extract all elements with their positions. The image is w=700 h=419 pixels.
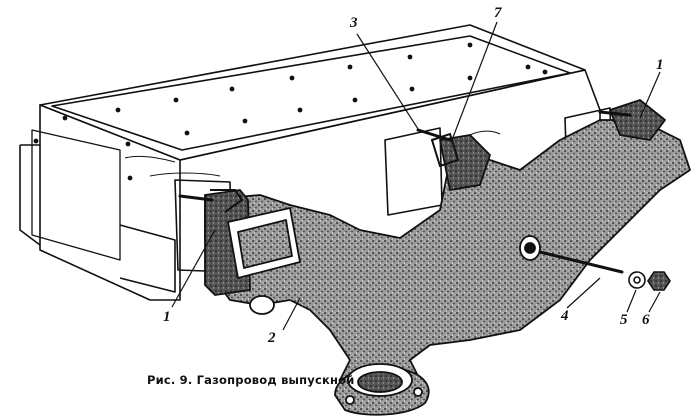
washer-and-nut [628,271,671,291]
callout-6: 6 [642,312,650,328]
leader-lines [171,21,661,331]
callout-3: 3 [350,15,358,31]
callout-2: 2 [268,330,276,346]
callout-7: 7 [494,5,502,21]
callout-5: 5 [620,312,628,328]
manifold-body [204,99,691,416]
studs [178,110,632,274]
figure-caption: Рис. 9. Газопровод выпускной [147,373,355,387]
cover-bolt-holes [33,42,548,181]
callout-1-left: 1 [163,309,171,325]
callout-4: 4 [561,308,569,324]
cylinder-head [19,24,613,301]
callout-1-right: 1 [656,57,664,73]
gasket-clips [210,132,460,213]
